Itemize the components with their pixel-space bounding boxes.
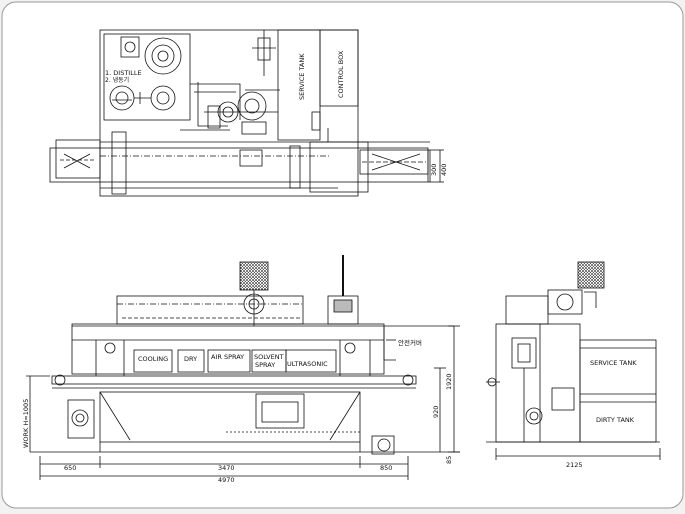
label-ultrasonic: ULTRASONIC xyxy=(287,360,328,368)
dim-920: 920 xyxy=(432,406,440,418)
legend-distiller: 1. DISTILLE xyxy=(105,69,142,77)
exhaust-hatch-front xyxy=(239,261,269,291)
label-solvent: SOLVENT xyxy=(254,353,284,361)
dim-work-height: WORK H=1005 xyxy=(22,399,30,448)
dim-4970: 4970 xyxy=(218,476,235,484)
label-spray: SPRAY xyxy=(255,361,275,369)
dim-2125: 2125 xyxy=(566,461,583,469)
dim-300: 300 xyxy=(430,164,438,176)
side-view xyxy=(486,261,661,460)
label-safety-cover: 안전커버 xyxy=(398,338,422,347)
label-air-spray: AIR SPRAY xyxy=(211,353,244,361)
top-view-frame xyxy=(99,29,359,197)
dim-400: 400 xyxy=(440,164,448,176)
control-box xyxy=(319,29,359,107)
label-service-tank-side: SERVICE TANK xyxy=(590,359,637,367)
dim-1920: 1920 xyxy=(445,373,453,390)
label-service-tank-top: SERVICE TANK xyxy=(298,53,306,100)
dim-3470: 3470 xyxy=(218,464,235,472)
legend-chiller: 2. 냉동기 xyxy=(105,76,129,84)
front-view xyxy=(26,255,460,480)
label-control-box: CONTROL BOX xyxy=(337,50,345,98)
dim-85: 85 xyxy=(445,456,453,464)
dim-850: 850 xyxy=(380,464,392,472)
exhaust-hatch-side xyxy=(577,261,605,289)
label-dirty-tank: DIRTY TANK xyxy=(596,416,635,424)
top-view xyxy=(49,29,444,197)
label-dry: DRY xyxy=(184,355,197,363)
distiller-box xyxy=(103,33,191,121)
label-cooling: COOLING xyxy=(138,355,168,363)
dim-650: 650 xyxy=(64,464,76,472)
